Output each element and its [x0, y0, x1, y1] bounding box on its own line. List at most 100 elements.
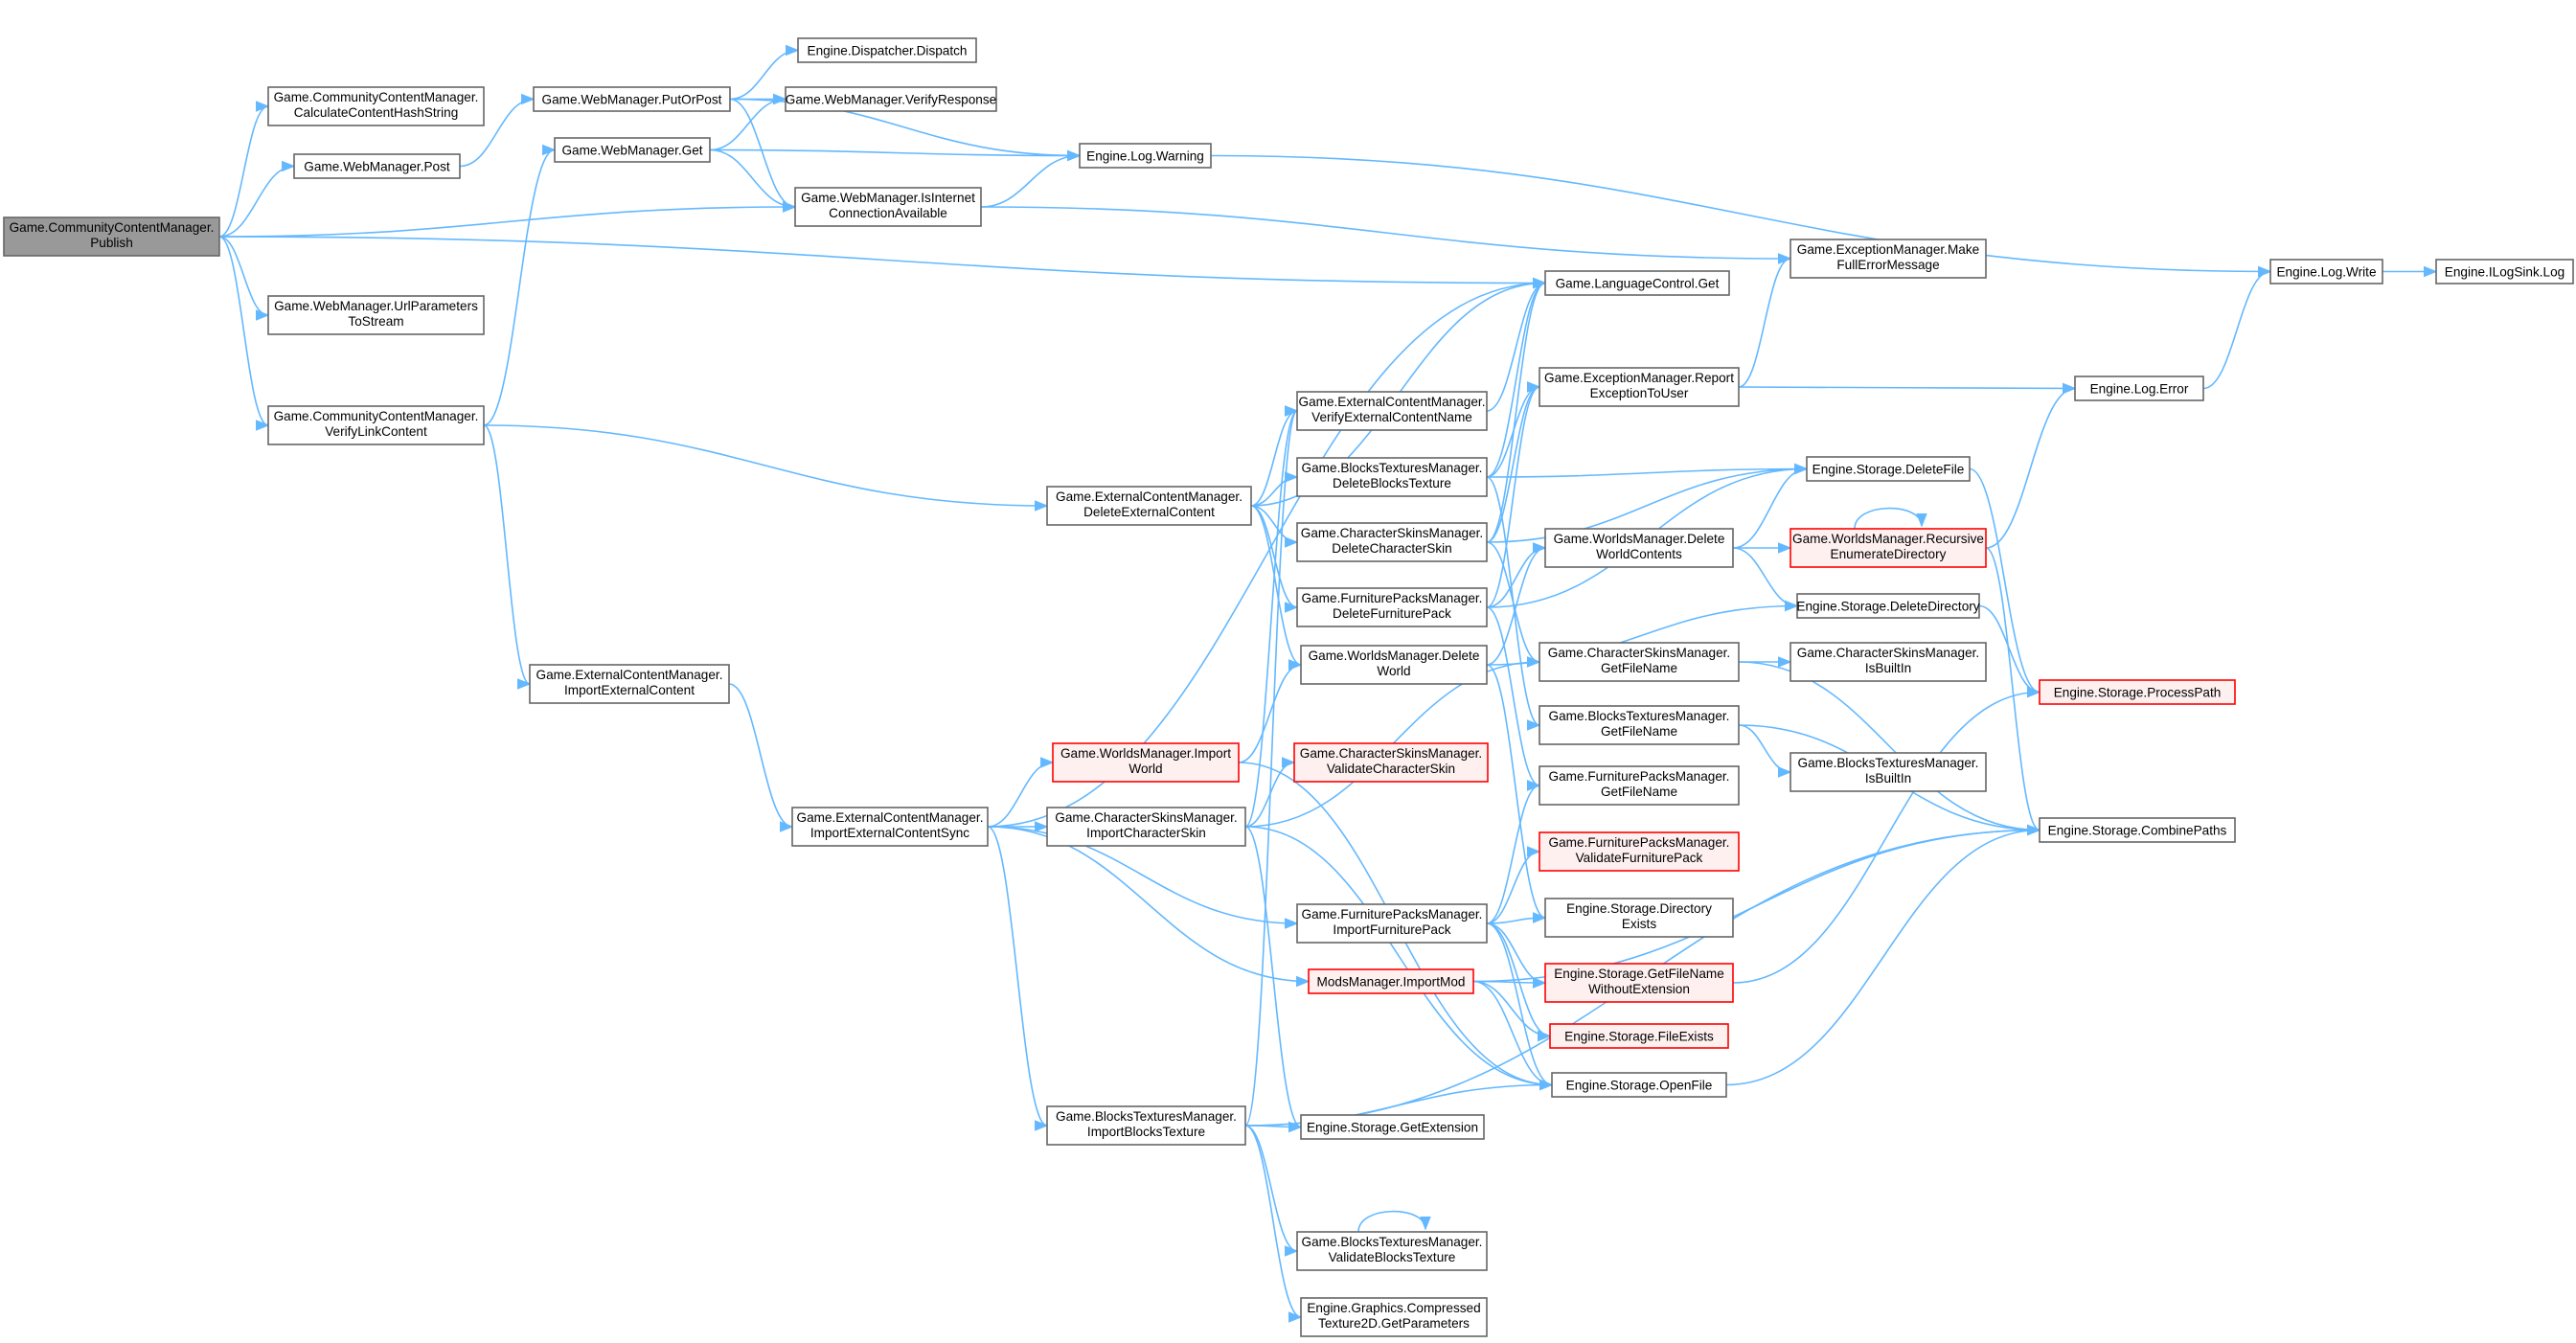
edge-n23-n35	[1486, 912, 1547, 924]
edge-line	[1486, 277, 1547, 478]
graph-node[interactable]: Game.CharacterSkinsManager.GetFileName	[1539, 642, 1740, 682]
edge-n41-n47	[1985, 547, 2041, 836]
edge-line	[218, 160, 296, 238]
node-box	[797, 37, 977, 63]
node-label: VerifyExternalContentName	[1311, 410, 1472, 424]
edge-line	[1738, 724, 1792, 778]
node-box	[1079, 143, 1212, 169]
edge-line	[1725, 824, 2041, 1086]
graph-node[interactable]: Game.WebManager.Get	[554, 137, 711, 163]
node-label: Engine.Storage.OpenFile	[1566, 1079, 1713, 1093]
edge-n21-n35	[1486, 664, 1547, 923]
node-label: ModsManager.ImportMod	[1317, 975, 1466, 990]
graph-node[interactable]: Game.CommunityContentManager.VerifyLinkC…	[267, 405, 485, 445]
edge-n19-n40	[1486, 463, 1809, 543]
graph-node[interactable]: Game.FurniturePacksManager.DeleteFurnitu…	[1296, 587, 1488, 627]
edge-n0-n3	[218, 236, 270, 321]
edge-line	[1738, 661, 2041, 836]
edge-line	[1854, 507, 1927, 530]
graph-node[interactable]: Game.CharacterSkinsManager.ImportCharact…	[1046, 807, 1246, 847]
graph-node[interactable]: Engine.Log.Write	[2269, 259, 2383, 285]
graph-node[interactable]: Game.BlocksTexturesManager.GetFileName	[1539, 705, 1740, 745]
edge-line	[1486, 277, 1547, 543]
edge-n0-n2	[218, 160, 296, 238]
graph-node[interactable]: Game.ExternalContentManager.ImportExtern…	[791, 807, 989, 847]
node-label: Game.CharacterSkinsManager.	[1797, 646, 1979, 660]
graph-node[interactable]: Game.FurniturePacksManager.GetFileName	[1539, 765, 1740, 806]
node-label: Game.CommunityContentManager.	[10, 220, 215, 235]
graph-node[interactable]: Engine.Storage.CombinePaths	[2039, 817, 2236, 843]
graph-node[interactable]: Engine.Dispatcher.Dispatch	[797, 37, 977, 63]
graph-node[interactable]: Game.ExceptionManager.MakeFullErrorMessa…	[1790, 239, 1987, 279]
graph-node[interactable]: Engine.ILogSink.Log	[2435, 259, 2574, 285]
node-box	[529, 664, 730, 704]
edge-n10-n39	[980, 206, 1792, 264]
graph-node[interactable]: Game.CommunityContentManager.Publish	[3, 216, 220, 257]
graph-node[interactable]: Game.WorldsManager.RecursiveEnumerateDir…	[1790, 528, 1987, 568]
node-box	[3, 216, 220, 257]
graph-node[interactable]: Game.ExceptionManager.ReportExceptionToU…	[1539, 367, 1740, 407]
node-label: ToStream	[348, 314, 403, 329]
node-box	[1308, 968, 1474, 994]
node-label: Exists	[1622, 917, 1656, 931]
edge-line	[1486, 277, 1547, 412]
edge-line	[1486, 606, 1541, 791]
graph-node[interactable]: Game.ExternalContentManager.DeleteExtern…	[1046, 486, 1252, 526]
edge-line	[987, 277, 1547, 828]
graph-node[interactable]: Game.FurniturePacksManager.ImportFurnitu…	[1296, 903, 1488, 944]
graph-node[interactable]: Game.WebManager.VerifyResponse	[785, 86, 997, 112]
graph-node[interactable]: Engine.Log.Error	[2074, 376, 2204, 401]
graph-node[interactable]: Game.FurniturePacksManager.ValidateFurni…	[1539, 831, 1740, 872]
edge-n16-n26	[1244, 1125, 1299, 1257]
node-label: Engine.Storage.GetExtension	[1307, 1121, 1478, 1135]
graph-node[interactable]: Engine.Storage.ProcessPath	[2039, 679, 2236, 705]
graph-node[interactable]: Engine.Storage.DeleteDirectory	[1796, 593, 1980, 619]
edge-n32-n44	[1738, 724, 1792, 778]
node-label: Game.BlocksTexturesManager.	[1798, 756, 1979, 770]
graph-node[interactable]: Game.CharacterSkinsManager.IsBuiltIn	[1790, 642, 1987, 682]
node-box	[267, 405, 485, 445]
edge-n21-n42	[1486, 600, 1799, 666]
edge-line	[1978, 604, 2041, 698]
graph-node[interactable]: Engine.Graphics.CompressedTexture2D.GetP…	[1300, 1297, 1488, 1337]
edge-n0-n1	[218, 101, 270, 238]
graph-node[interactable]: Game.BlocksTexturesManager.ImportBlocksT…	[1046, 1105, 1246, 1146]
graph-node[interactable]: Game.WebManager.Post	[293, 153, 461, 179]
graph-node[interactable]: Engine.Log.Warning	[1079, 143, 1212, 169]
graph-node[interactable]: Game.CharacterSkinsManager.ValidateChara…	[1293, 742, 1489, 783]
node-box	[2039, 679, 2236, 705]
edge-line	[1732, 463, 1809, 549]
node-box	[1790, 528, 1987, 568]
edge-line	[1250, 505, 1303, 671]
edge-n16-n27	[1244, 1125, 1303, 1323]
graph-node[interactable]: Engine.Storage.GetFileNameWithoutExtensi…	[1544, 963, 1734, 1003]
graph-node[interactable]: Engine.Storage.DeleteFile	[1806, 456, 1971, 482]
graph-node[interactable]: Game.BlocksTexturesManager.IsBuiltIn	[1790, 752, 1987, 792]
graph-node[interactable]: Game.CommunityContentManager.CalculateCo…	[267, 86, 485, 126]
graph-node[interactable]: Game.CharacterSkinsManager.DeleteCharact…	[1296, 522, 1488, 562]
graph-node[interactable]: Engine.Storage.GetExtension	[1300, 1114, 1485, 1140]
node-box	[1046, 486, 1252, 526]
edge-line	[1985, 382, 2077, 549]
graph-node[interactable]: ModsManager.ImportMod	[1308, 968, 1474, 994]
graph-node[interactable]: Engine.Storage.OpenFile	[1551, 1072, 1727, 1098]
edge-line	[1486, 542, 1547, 666]
node-label: Game.ExternalContentManager.	[1299, 395, 1486, 409]
graph-node[interactable]: Game.BlocksTexturesManager.ValidateBlock…	[1296, 1231, 1488, 1271]
graph-node[interactable]: Engine.Storage.FileExists	[1549, 1023, 1729, 1049]
graph-node[interactable]: Game.LanguageControl.Get	[1544, 270, 1730, 296]
graph-node[interactable]: Game.WebManager.PutOrPost	[533, 86, 731, 112]
node-label: Game.WebManager.Post	[304, 160, 450, 174]
edge-n20-n29	[1486, 381, 1541, 608]
node-box	[2435, 259, 2574, 285]
graph-node[interactable]: Game.ExternalContentManager.VerifyExtern…	[1296, 391, 1488, 431]
graph-node[interactable]: Game.WebManager.IsInternetConnectionAvai…	[794, 187, 982, 227]
graph-node[interactable]: Game.BlocksTexturesManager.DeleteBlocksT…	[1296, 457, 1488, 497]
node-box	[1296, 391, 1488, 431]
graph-node[interactable]: Game.ExternalContentManager.ImportExtern…	[529, 664, 730, 704]
